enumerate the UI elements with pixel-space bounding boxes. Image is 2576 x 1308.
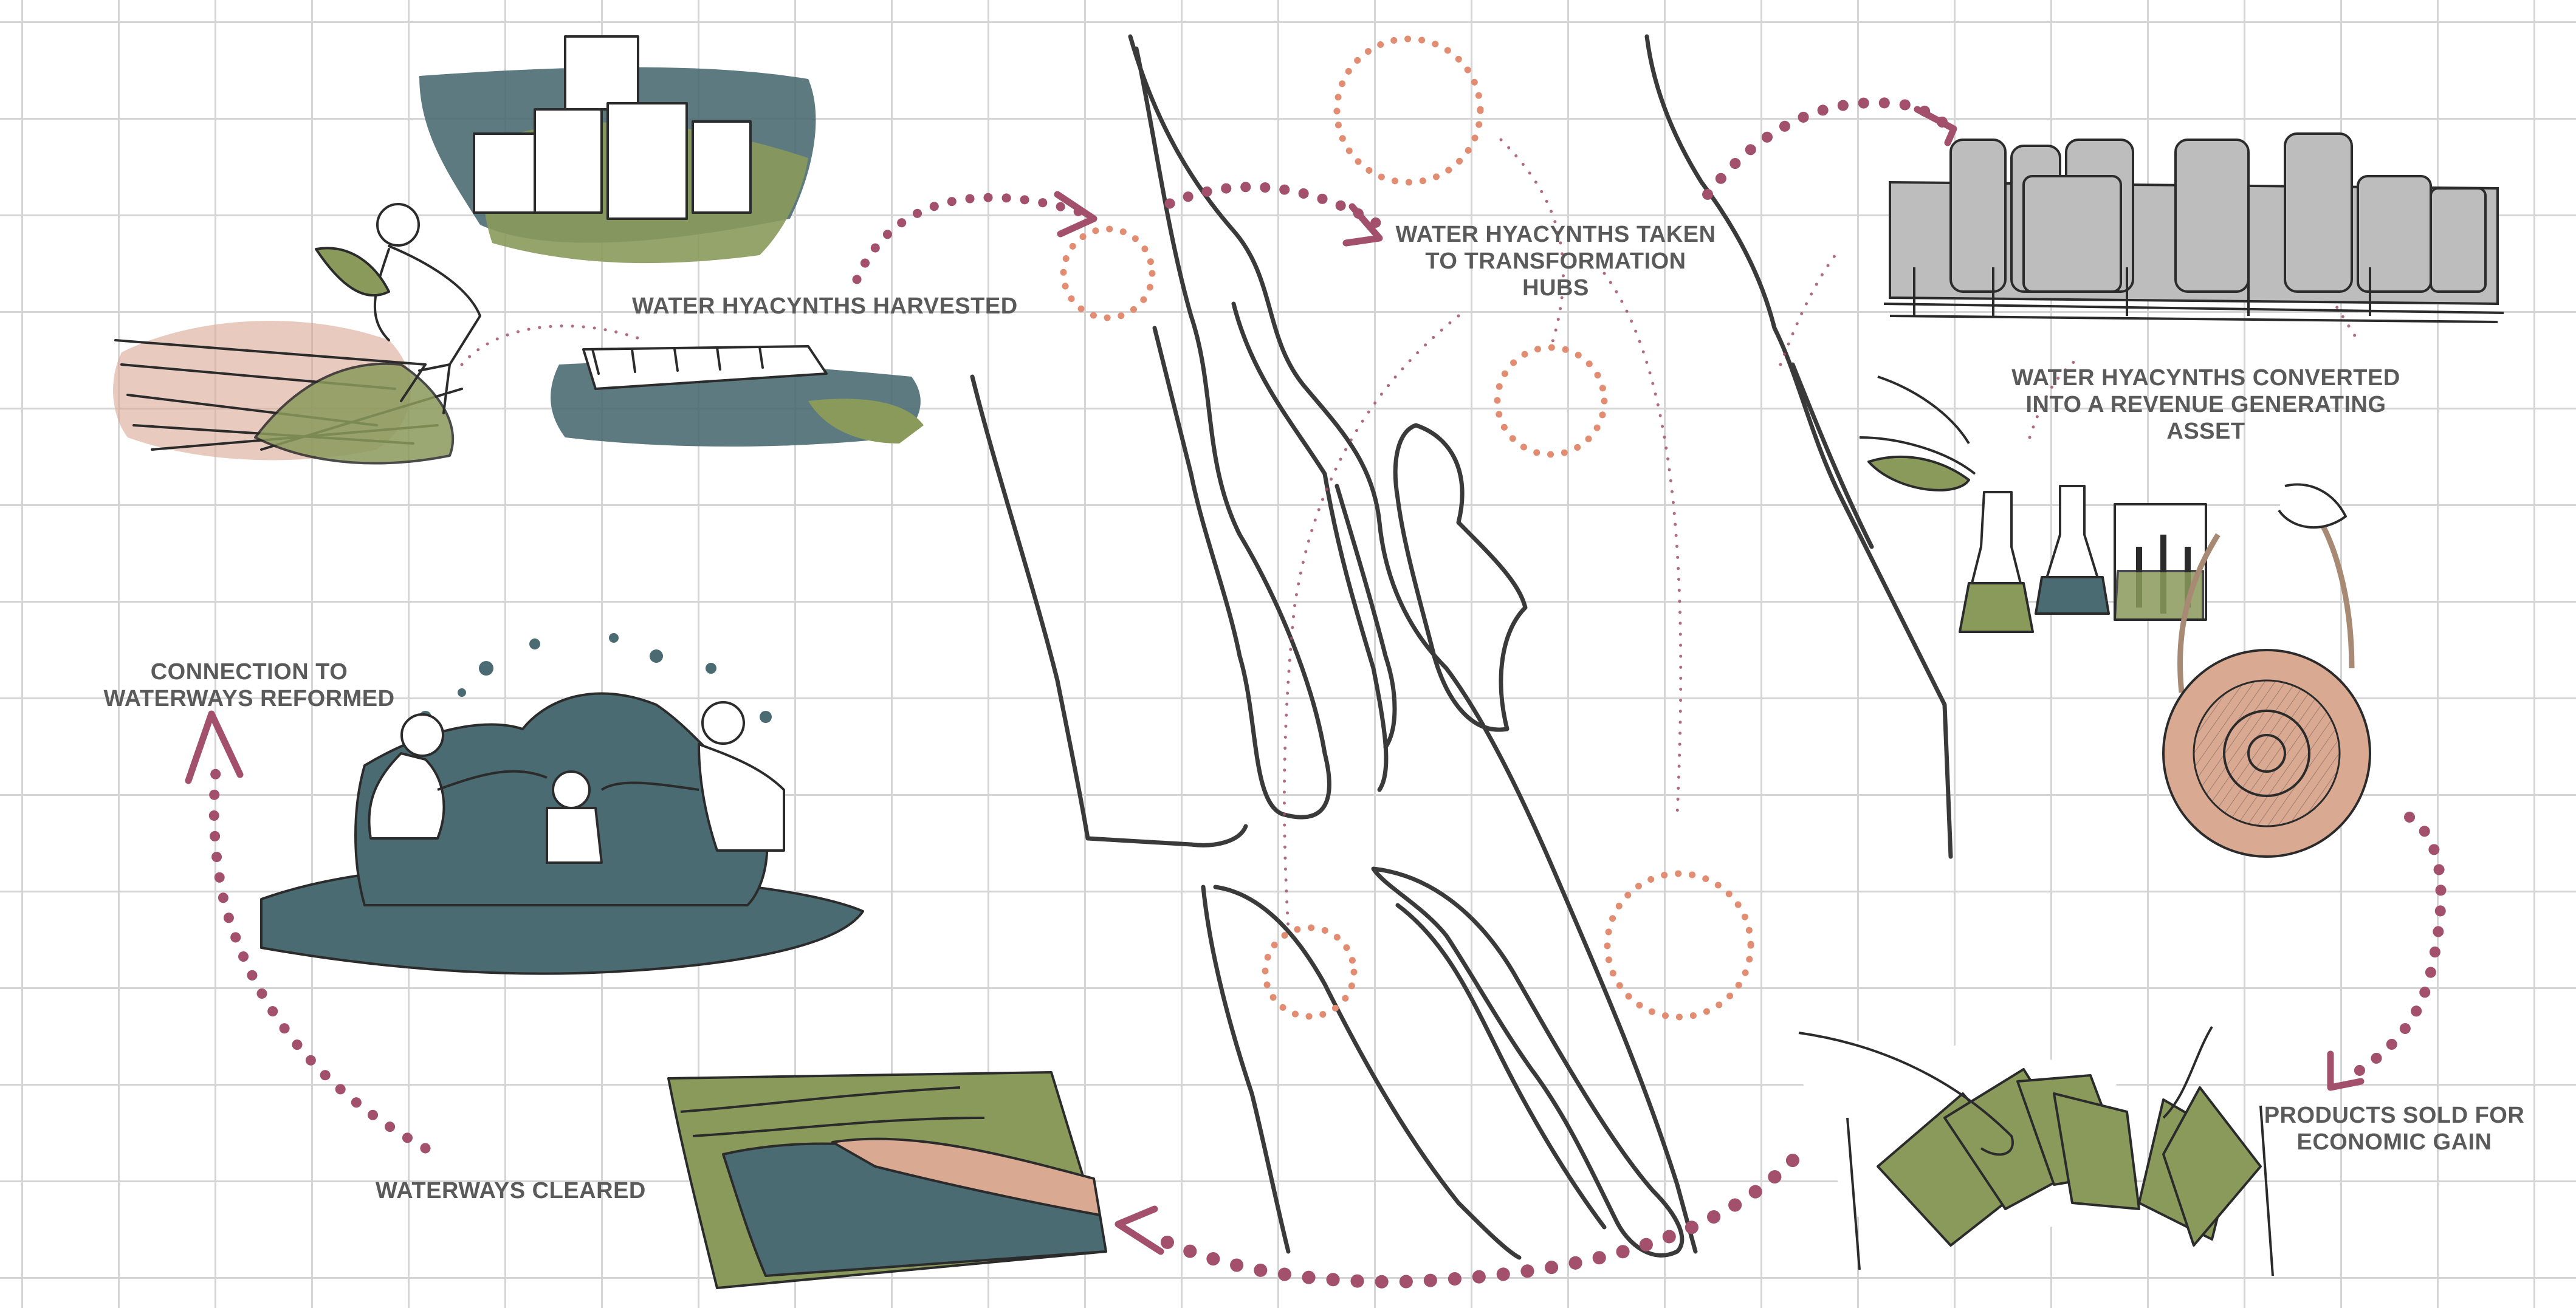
arrow-head [1342,203,1383,247]
arrow-head [2327,1050,2365,1091]
crate-icon [473,132,536,214]
silo-icon [1949,139,2007,293]
label-cleared: WATERWAYS CLEARED [376,1178,646,1204]
banknote-icon [2053,1092,2140,1210]
label-transformation: WATER HYACYNTHS TAKEN TO TRANSFORMATION … [1395,222,1716,301]
arrow-head [185,710,244,784]
transformation-hubs [1060,35,1754,1021]
hub-circle [1494,344,1608,458]
lab-and-basket-illustration [1859,375,2371,858]
person-head [400,713,444,757]
banknote-icon [2162,1086,2262,1247]
crate-icon [606,102,688,220]
hub-circle [1604,870,1754,1021]
silo-icon [2022,175,2122,293]
crate-icon [534,108,603,214]
label-connection: CONNECTION TO WATERWAYS REFORMED [103,659,395,711]
hub-circle [1333,35,1484,186]
hub-circle [1060,225,1156,321]
worker-head [376,203,420,247]
crate-icon [692,120,752,214]
money-illustration [1793,1026,2274,1276]
factory-illustration [1883,132,2504,323]
boat-icon [582,345,828,390]
silo-icon [2430,187,2487,293]
label-harvested: WATER HYACYNTHS HARVESTED [632,293,1018,319]
person-head [701,701,745,745]
hub-circle [1262,924,1358,1020]
cleared-waterway-illustration [667,1071,1107,1289]
arrow-head [1115,1205,1164,1255]
crate-icon [564,35,639,111]
person-head [552,770,591,809]
label-sold: PRODUCTS SOLD FOR ECONOMIC GAIN [2264,1103,2525,1155]
arrow-heads [185,106,2365,1255]
arrow-head [1914,106,1957,146]
arrow-head [1054,191,1097,238]
river-map-outline [970,34,1953,1260]
silo-icon [2174,139,2250,293]
label-converted: WATER HYACYNTHS CONVERTED INTO A REVENUE… [2011,365,2400,444]
people-in-water-illustration [260,633,864,975]
silo-icon [2284,132,2353,293]
harvest-illustration [113,35,924,465]
